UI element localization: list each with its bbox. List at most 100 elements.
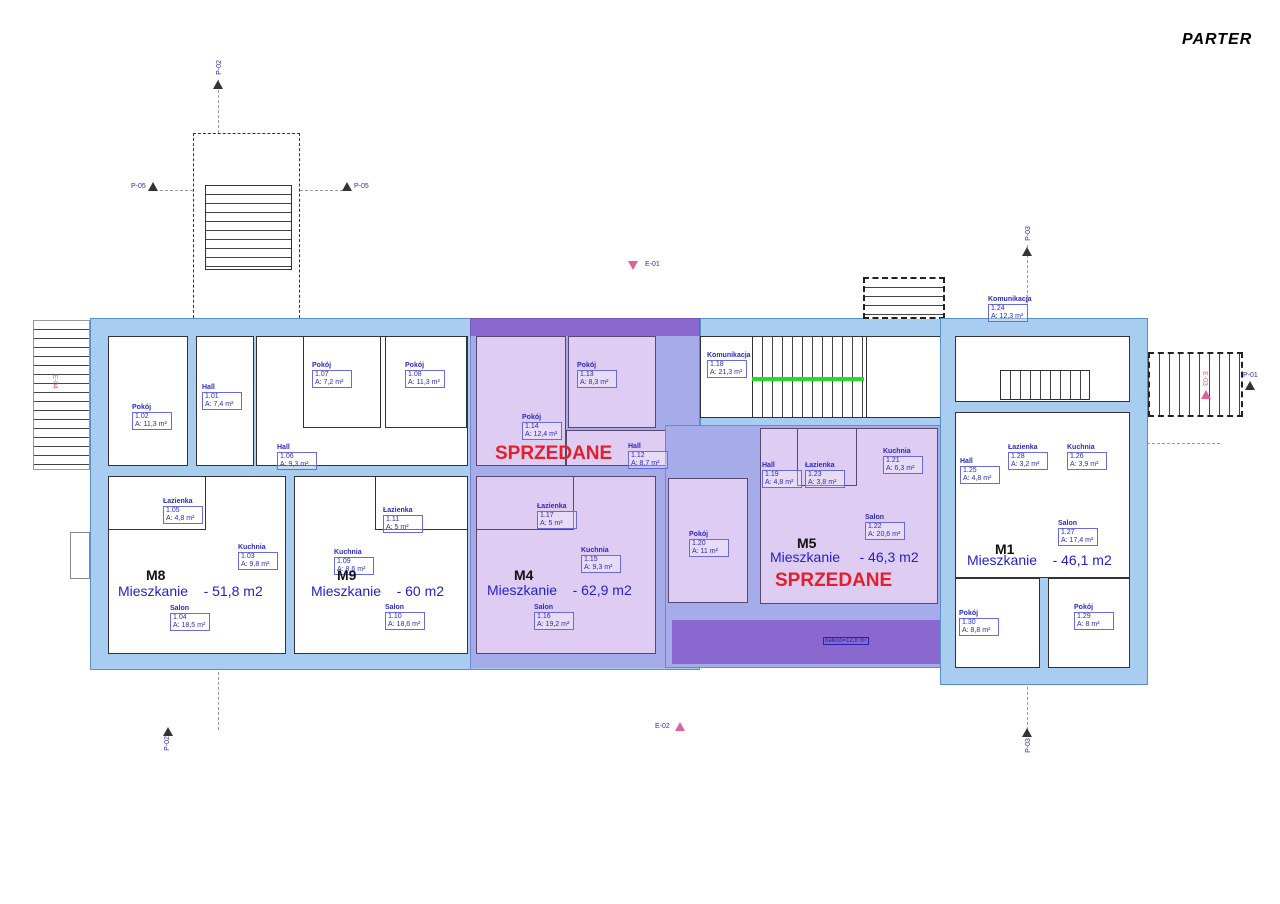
room-area: A: 5 m² — [386, 524, 409, 531]
marker-triangle-icon — [1022, 247, 1032, 256]
room-1-13 — [568, 336, 656, 428]
bath-1-05 — [108, 476, 206, 530]
marker-e02: E-02 — [655, 723, 670, 730]
marker-p05-right: P-05 — [354, 183, 369, 190]
room-number: 1.03 — [241, 553, 255, 560]
room-number: 1.23 — [808, 471, 822, 478]
room-name: Pokój — [689, 531, 709, 538]
room-number: 1.29 — [1077, 613, 1091, 620]
bath-1-23 — [797, 428, 857, 486]
column — [70, 532, 90, 579]
stairs-top — [205, 185, 292, 270]
stairs-right — [1000, 370, 1090, 400]
apt-area-m1: Mieszkanie - 46,1 m2 — [967, 552, 1112, 568]
stairs-right-ext — [1148, 352, 1243, 417]
room-number: 1.15 — [584, 556, 598, 563]
room-area: A: 4,8 m² — [963, 475, 992, 482]
marker-triangle-icon — [148, 182, 158, 191]
room-name: Łazienka — [163, 498, 193, 505]
marker-triangle-icon — [163, 727, 173, 736]
sold-overlay-m4 — [470, 318, 700, 668]
room-name: Pokój — [405, 362, 425, 369]
room-area: A: 8,8 m² — [962, 627, 991, 634]
room-number: 1.25 — [963, 467, 977, 474]
room-number: 1.19 — [765, 471, 779, 478]
room-number: 1.12 — [631, 452, 645, 459]
room-name: Kuchnia — [581, 547, 609, 554]
room-name: Hall — [762, 462, 775, 469]
marker-e04: E-04 — [50, 374, 58, 389]
room-area: A: 3,8 m² — [808, 479, 837, 486]
room-area: A: 5 m² — [540, 520, 563, 527]
marker-p02-bottom: P-02 — [163, 736, 171, 751]
room-number: 1.01 — [205, 393, 219, 400]
balcony-label: balkon=12,8 m² — [823, 637, 869, 645]
room-name: Łazienka — [537, 503, 567, 510]
room-1-14 — [476, 336, 566, 466]
room-area: A: 8,3 m² — [580, 379, 609, 386]
balcony — [672, 620, 940, 664]
room-area: A: 8,6 m² — [337, 566, 366, 573]
room-name: Pokój — [577, 362, 597, 369]
apt-area-m8: Mieszkanie - 51,8 m2 — [118, 583, 263, 599]
room-number: 1.04 — [173, 614, 187, 621]
room-m1-main — [955, 412, 1130, 578]
room-area: A: 18,5 m² — [173, 622, 206, 629]
room-name: Komunikacja — [988, 296, 1032, 303]
room-number: 1.24 — [991, 305, 1005, 312]
bath-1-17 — [476, 476, 574, 530]
marker-triangle-icon — [1245, 381, 1255, 390]
room-number: 1.05 — [166, 507, 180, 514]
room-1-20 — [668, 478, 748, 603]
room-area: A: 11 m² — [692, 548, 718, 555]
marker-p01: P-01 — [1243, 372, 1258, 379]
room-name: Pokój — [132, 404, 152, 411]
marker-p05-left: P-05 — [131, 183, 146, 190]
entrance-stairs — [863, 277, 945, 319]
room-area: A: 12,3 m² — [991, 313, 1024, 320]
stairs-highlight — [752, 377, 864, 381]
sold-label-m4: SPRZEDANE — [495, 443, 613, 464]
room-name: Salon — [385, 604, 405, 611]
room-number: 1.28 — [1011, 453, 1025, 460]
room-area: A: 9,8 m² — [241, 561, 270, 568]
room-name: Salon — [534, 604, 554, 611]
room-1-02 — [108, 336, 188, 466]
room-name: Pokój — [522, 414, 542, 421]
apt-id-m5: M5 — [797, 535, 817, 551]
room-area: A: 4,8 m² — [765, 479, 794, 486]
room-area: A: 19,2 m² — [537, 621, 570, 628]
room-number: 1.22 — [868, 523, 882, 530]
room-number: 1.09 — [337, 558, 351, 565]
room-name: Salon — [865, 514, 885, 521]
room-name: Kuchnia — [334, 549, 362, 556]
room-1-30 — [955, 578, 1040, 668]
apt-id-m8: M8 — [146, 567, 166, 583]
room-number: 1.20 — [692, 540, 706, 547]
apt-area-m5: Mieszkanie - 46,3 m2 — [770, 549, 919, 565]
room-name: Komunikacja — [707, 352, 751, 359]
